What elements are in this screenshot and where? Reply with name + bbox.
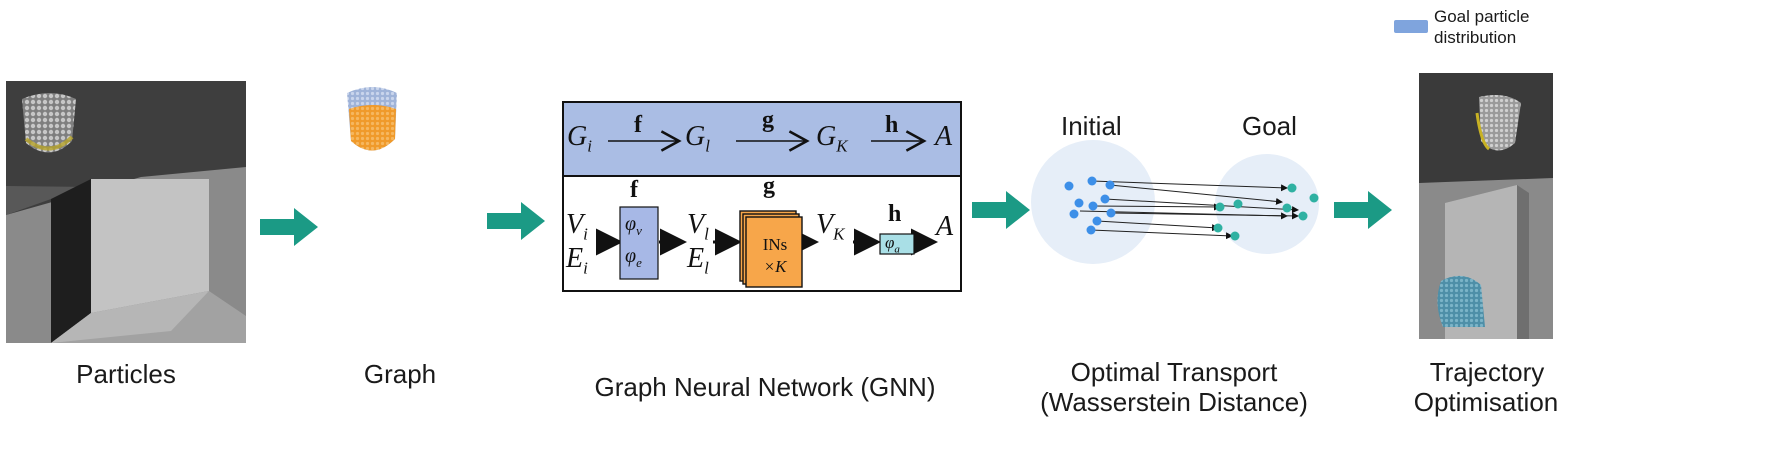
bottom-f-label: f [630, 177, 638, 203]
gnn-top-band [564, 103, 960, 177]
bottom-a: A [936, 211, 954, 242]
flow-arrow-4 [1334, 191, 1392, 229]
ot-goal-label: Goal [1242, 111, 1297, 141]
v-i: Vi [566, 209, 588, 244]
flow-arrow-3 [972, 191, 1030, 229]
ins-label: INs [762, 235, 788, 254]
top-f-label: f [634, 112, 642, 138]
ot-initial-label: Initial [1061, 111, 1122, 141]
top-g-i: Gi [567, 121, 592, 156]
top-h-label: h [885, 112, 899, 138]
transport-lines [1079, 180, 1299, 240]
v-l: Vl [687, 209, 709, 244]
trajectory-scene-image [1419, 73, 1553, 339]
gnn-diagram [596, 130, 938, 288]
graph-caption: Graph [363, 359, 437, 389]
bottom-h-label: h [888, 201, 902, 227]
graph-image [347, 87, 397, 151]
e-i: Ei [566, 243, 588, 278]
phi-e: φe [625, 245, 642, 270]
ot-caption-line2: (Wasserstein Distance) [1040, 387, 1308, 417]
legend-label: Goal particle distribution [1434, 7, 1530, 47]
ot-caption-line1: Optimal Transport [1070, 357, 1278, 387]
flow-arrow-2 [487, 202, 545, 240]
v-k: VK [816, 209, 845, 244]
graph-panel [335, 81, 555, 343]
phi-a-box [879, 233, 915, 255]
legend-swatch [1394, 20, 1428, 33]
trajectory-panel [1419, 73, 1553, 339]
ot-diagram [1031, 140, 1319, 264]
flow-arrow-1 [260, 208, 318, 246]
initial-particles [1064, 176, 1116, 235]
particles-panel [6, 81, 246, 343]
top-g-k: GK [816, 121, 848, 156]
gnn-caption: Graph Neural Network (GNN) [594, 372, 936, 402]
ins-box [745, 216, 803, 288]
phi-v: φv [625, 213, 642, 238]
ins-times-k: ×K [763, 257, 787, 276]
goal-particles [1213, 183, 1319, 241]
top-g-l: Gl [685, 121, 710, 156]
gnn-block: Gi f Gl g GK h A f g h Vi Ei φv φe Vl El… [562, 101, 962, 292]
phi-box [619, 206, 659, 280]
e-l: El [687, 243, 709, 278]
top-a: A [935, 121, 953, 152]
trajectory-caption-line1: Trajectory [1429, 357, 1545, 387]
legend: Goal particle distribution [1394, 6, 1554, 50]
particles-caption: Particles [76, 359, 176, 389]
phi-a: φa [885, 233, 900, 256]
particles-scene-image [6, 81, 246, 343]
trajectory-caption-line2: Optimisation [1413, 387, 1559, 417]
bottom-g-label: g [763, 173, 775, 199]
top-g-label: g [762, 107, 774, 133]
goal-distribution-area [1215, 154, 1319, 254]
